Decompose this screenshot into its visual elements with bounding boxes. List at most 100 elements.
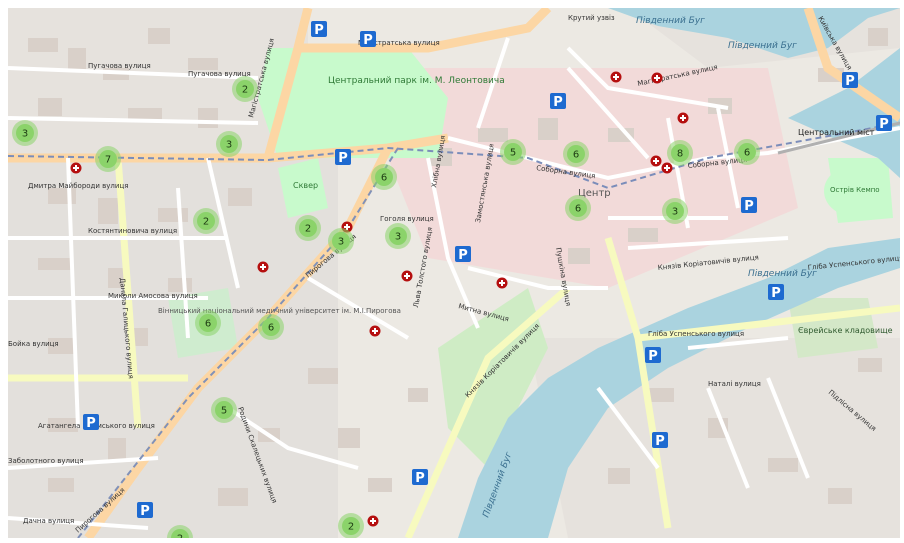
cluster-marker[interactable]: 2 <box>193 208 219 234</box>
cluster-marker[interactable]: 3 <box>216 131 242 157</box>
parking-icon[interactable]: P <box>652 432 668 449</box>
cluster-marker[interactable]: 6 <box>734 139 760 165</box>
label-maiborody: Дмитра Майбороди вулиця <box>28 182 128 190</box>
label-island: Острів Кемпо <box>830 186 880 194</box>
residential-area-west <box>8 158 338 538</box>
svg-text:P: P <box>553 95 563 110</box>
label-hoholia: Гоголя вулиця <box>380 215 434 223</box>
label-pugacheva-2: Пугачова вулиця <box>188 70 251 78</box>
label-river-4: Південний Буг <box>728 41 797 51</box>
health-icon[interactable] <box>677 112 689 124</box>
parking-icon[interactable]: P <box>550 93 566 110</box>
svg-text:P: P <box>648 349 658 364</box>
cluster-marker[interactable]: 5 <box>500 139 526 165</box>
cluster-marker[interactable]: 3 <box>385 223 411 249</box>
label-cemetery: Єврейське кладовище <box>798 326 893 335</box>
svg-text:P: P <box>415 471 425 486</box>
label-river: Південний Буг <box>636 16 705 26</box>
cluster-marker[interactable]: 6 <box>371 164 397 190</box>
health-icon[interactable] <box>496 277 508 289</box>
label-river-2: Південний Буг <box>748 269 817 279</box>
cluster-count: 2 <box>242 85 248 96</box>
parking-icon[interactable]: P <box>768 284 784 301</box>
label-amosova: Миколи Амосова вулиця <box>108 292 198 300</box>
cluster-marker[interactable]: 6 <box>565 195 591 221</box>
kempo-island <box>824 165 888 217</box>
health-icon[interactable] <box>610 71 622 83</box>
label-kruta: Крутий узвіз <box>568 14 615 22</box>
cluster-count: 3 <box>22 129 28 140</box>
svg-text:P: P <box>879 117 889 132</box>
svg-text:P: P <box>140 504 150 519</box>
cluster-marker[interactable]: 6 <box>258 314 284 340</box>
cluster-marker[interactable]: 2 <box>295 215 321 241</box>
cluster-count: 3 <box>226 140 232 151</box>
svg-text:P: P <box>744 199 754 214</box>
label-konst: Костянтиновича вулиця <box>88 227 177 235</box>
health-icon[interactable] <box>651 72 663 84</box>
label-boika: Бойка вулиця <box>8 340 59 348</box>
cluster-marker[interactable]: 2 <box>338 513 364 538</box>
cluster-count: 2 <box>348 522 354 533</box>
parking-icon[interactable]: P <box>741 197 757 214</box>
health-icon[interactable] <box>650 155 662 167</box>
tram-line <box>8 122 900 190</box>
cluster-count: 3 <box>338 237 344 248</box>
parking-icon[interactable]: P <box>137 502 153 519</box>
cluster-count: 2 <box>305 224 311 235</box>
cluster-marker[interactable]: 6 <box>195 310 221 336</box>
cluster-count: 6 <box>744 148 750 159</box>
cluster-markers: 3 7 2 3 6 3 3 2 6 6 5 6 6 8 6 3 5 2 2 2 <box>12 76 760 538</box>
cluster-marker[interactable]: 3 <box>328 228 354 254</box>
cluster-count: 3 <box>395 232 401 243</box>
cluster-count: 2 <box>203 217 209 228</box>
cluster-count: 6 <box>381 173 387 184</box>
cluster-count: 6 <box>205 319 211 330</box>
cluster-marker[interactable]: 7 <box>95 146 121 172</box>
label-center: Центр <box>578 188 611 199</box>
health-icon[interactable] <box>661 162 673 174</box>
cluster-marker[interactable]: 6 <box>563 141 589 167</box>
cluster-marker[interactable]: 3 <box>662 198 688 224</box>
label-bridge: Центральний міст <box>798 128 875 137</box>
cluster-marker[interactable]: 2 <box>167 525 193 538</box>
svg-text:P: P <box>458 248 468 263</box>
map-view[interactable]: Магістратська вулиця Магістратська вулиц… <box>8 8 900 538</box>
parking-icon[interactable]: P <box>876 115 892 132</box>
river-water <box>458 8 900 538</box>
cluster-marker[interactable]: 8 <box>667 140 693 166</box>
parking-icon[interactable]: P <box>455 246 471 263</box>
parking-icon[interactable]: P <box>335 149 351 166</box>
health-icon[interactable] <box>70 162 82 174</box>
health-icon[interactable] <box>367 515 379 527</box>
cluster-count: 2 <box>177 534 183 539</box>
cluster-count: 5 <box>221 406 227 417</box>
health-icon[interactable] <box>369 325 381 337</box>
label-pugacheva: Пугачова вулиця <box>88 62 151 70</box>
parking-icon[interactable]: P <box>83 414 99 431</box>
cluster-count: 8 <box>677 149 683 160</box>
secondary-roads <box>8 157 900 538</box>
parking-icon[interactable]: P <box>311 21 327 38</box>
skver-park <box>278 158 328 218</box>
health-icon[interactable] <box>257 261 269 273</box>
cluster-count: 5 <box>510 148 516 159</box>
parking-icon[interactable]: P <box>645 347 661 364</box>
cluster-marker[interactable]: 5 <box>211 397 237 423</box>
cluster-count: 3 <box>672 207 678 218</box>
label-park: Центральний парк ім. М. Леонтовича <box>328 76 505 86</box>
parking-icon[interactable]: P <box>360 31 376 48</box>
svg-text:P: P <box>845 74 855 89</box>
health-icon[interactable] <box>401 270 413 282</box>
label-magistratska: Магістратська вулиця <box>358 39 440 47</box>
map-canvas: Магістратська вулиця Магістратська вулиц… <box>8 8 900 538</box>
cluster-count: 6 <box>575 204 581 215</box>
parking-icon[interactable]: P <box>842 72 858 89</box>
label-skver: Сквер <box>293 181 318 190</box>
svg-text:P: P <box>314 23 324 38</box>
svg-text:P: P <box>655 434 665 449</box>
parking-icon[interactable]: P <box>412 469 428 486</box>
commercial-area-center <box>388 68 798 288</box>
cluster-marker[interactable]: 2 <box>232 76 258 102</box>
cluster-marker[interactable]: 3 <box>12 120 38 146</box>
